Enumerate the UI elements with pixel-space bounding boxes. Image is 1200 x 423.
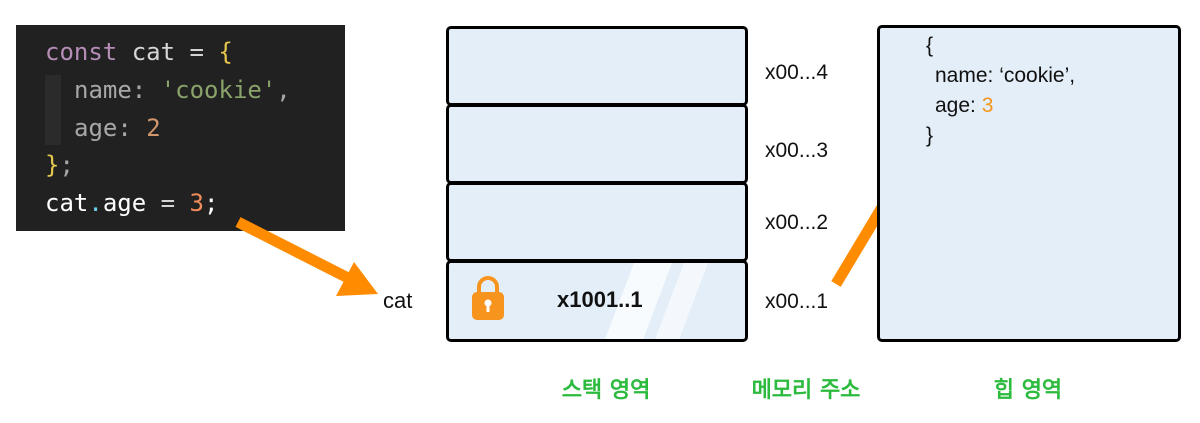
heap-age-value: 3 bbox=[981, 94, 994, 117]
code-line-5: cat.age = 3; bbox=[45, 184, 218, 222]
heap-name-line: name: ‘cookie’, bbox=[935, 64, 1076, 87]
number-3: 3 bbox=[189, 189, 204, 217]
semicolon: ; bbox=[203, 189, 219, 217]
address-4: x00...4 bbox=[765, 61, 829, 84]
stack-cell-4 bbox=[446, 26, 748, 106]
glare-decoration bbox=[605, 263, 708, 339]
comma: , bbox=[276, 76, 291, 104]
heap-age-key: age: bbox=[935, 94, 982, 117]
code-line-4: }; bbox=[45, 146, 74, 184]
code-panel: const cat = { name: 'cookie', age: 2 }; … bbox=[16, 25, 345, 231]
stack-reference-value: x1001..1 bbox=[557, 287, 643, 312]
code-line-2: name: 'cookie', bbox=[74, 71, 291, 109]
semicolon: ; bbox=[59, 151, 74, 179]
close-brace: } bbox=[45, 151, 60, 179]
object-cat: cat bbox=[45, 189, 89, 217]
open-brace: { bbox=[218, 38, 233, 66]
code-line-1: const cat = { bbox=[45, 33, 233, 71]
property-age: age bbox=[74, 114, 118, 142]
heap-close-brace: } bbox=[926, 124, 934, 147]
heap-box bbox=[877, 25, 1181, 342]
colon: : bbox=[117, 114, 132, 142]
colon: : bbox=[131, 76, 147, 104]
heap-open-brace: { bbox=[926, 34, 934, 57]
operator-equals: = bbox=[160, 189, 176, 217]
dot-operator: . bbox=[88, 189, 103, 217]
string-cookie: 'cookie' bbox=[160, 76, 277, 104]
variable-cat: cat bbox=[131, 38, 176, 66]
address-1: x00...1 bbox=[765, 290, 829, 313]
caption-stack: 스택 영역 bbox=[561, 378, 651, 403]
stack-cell-2 bbox=[446, 182, 748, 262]
number-2: 2 bbox=[146, 114, 161, 142]
arrow-code-to-stack bbox=[235, 217, 378, 296]
caption-heap: 힙 영역 bbox=[993, 378, 1063, 403]
code-line-3: age: 2 bbox=[74, 109, 161, 147]
indent-guide bbox=[45, 75, 61, 145]
property-name: name bbox=[74, 76, 132, 104]
caption-address: 메모리 주소 bbox=[751, 378, 861, 403]
address-3: x00...3 bbox=[765, 139, 829, 162]
stack-cell-3 bbox=[446, 104, 748, 184]
heap-age-line: age: 3 bbox=[935, 94, 993, 118]
keyword-const: const bbox=[45, 38, 118, 66]
property-age: age bbox=[102, 189, 147, 217]
operator-equals: = bbox=[189, 38, 204, 66]
address-2: x00...2 bbox=[765, 211, 829, 234]
variable-label: cat bbox=[383, 288, 413, 313]
